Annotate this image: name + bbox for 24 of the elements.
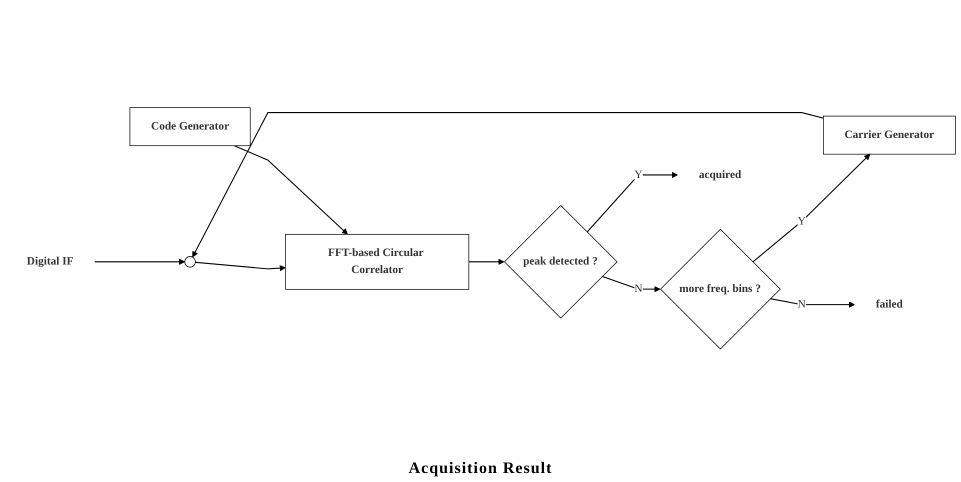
- edge-label: Y: [634, 168, 643, 180]
- arrow: [192, 112, 824, 258]
- node-diamond: [504, 204, 618, 318]
- node-text: Digital IF: [26, 255, 74, 268]
- edge-label: N: [798, 298, 806, 310]
- edge-label: N: [634, 282, 643, 294]
- node-text: acquired: [698, 168, 742, 180]
- arrow: [752, 154, 870, 262]
- arrow: [586, 172, 678, 232]
- arrow: [602, 276, 660, 292]
- node-box: [130, 106, 251, 146]
- arrow: [468, 258, 504, 265]
- node-box: [823, 115, 956, 154]
- output-caption: Acquisition Result: [408, 460, 552, 478]
- arrow: [195, 261, 286, 271]
- edge-label: Y: [798, 214, 806, 227]
- node-diamond: [660, 228, 781, 350]
- arrow: [770, 298, 855, 308]
- node-box: [285, 234, 470, 290]
- node-text: failed: [876, 298, 903, 310]
- arrow: [234, 144, 348, 234]
- node-circle: [184, 256, 196, 268]
- arrow: [94, 258, 186, 265]
- flowchart: N Y N Y Digital IF FFT-based Circular Correlator Code Generator Carrier Generator peak detected ? more freq. bins ? failed acquired: [0, 102, 961, 354]
